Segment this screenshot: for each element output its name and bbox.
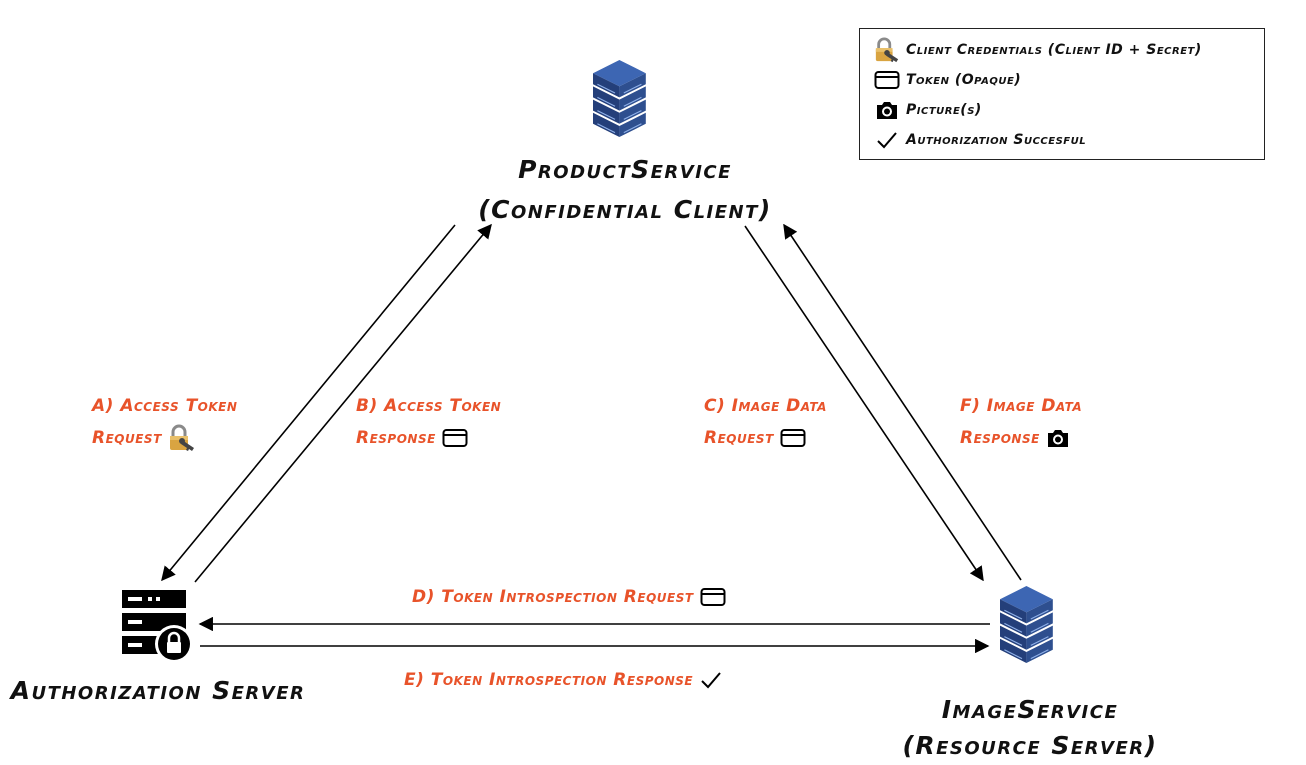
legend-item-authorized: Authorization Succesful (874, 127, 1086, 153)
imageservice-server-icon (999, 585, 1054, 664)
camera-icon (877, 102, 897, 119)
legend-label: Authorization Succesful (906, 132, 1087, 148)
flow-e-text: E) Token Introspection Response (404, 670, 694, 690)
productservice-server-icon (592, 59, 647, 138)
productservice-role: (Confidential Client) (478, 195, 772, 224)
legend-label: Picture(s) (906, 102, 982, 118)
flow-a-label: A) Access Token Request (92, 390, 237, 454)
checkmark-icon (877, 132, 897, 149)
padlock-key-icon (875, 37, 899, 63)
credit-card-icon (700, 588, 726, 606)
flow-b-line1: B) Access Token (356, 396, 502, 416)
legend-item-credentials: Client Credentials (Client ID + Secret) (874, 37, 1202, 63)
imageservice-label: ImageService (Resource Server) (880, 692, 1180, 764)
legend-item-token: Token (Opaque) (874, 67, 1021, 93)
legend-label: Client Credentials (Client ID + Secret) (906, 42, 1202, 58)
credit-card-icon (442, 429, 468, 447)
authorization-server-label: Authorization Server (10, 676, 306, 705)
arrow-c-image-data-request (744, 225, 984, 582)
flow-d-label: D) Token Introspection Request (412, 581, 726, 613)
flow-c-line1: C) Image Data (704, 396, 827, 416)
productservice-name: ProductService (518, 155, 732, 184)
arrow-b-access-token-response (194, 223, 492, 583)
legend: Client Credentials (Client ID + Secret) … (859, 28, 1265, 160)
flow-e-label: E) Token Introspection Response (404, 664, 722, 696)
flow-b-line2: Response (356, 428, 436, 448)
credit-card-icon (780, 429, 806, 447)
credit-card-icon (874, 71, 900, 89)
productservice-label: ProductService (Confidential Client) (470, 150, 780, 230)
padlock-key-icon (170, 424, 195, 451)
flow-f-line2: Response (960, 428, 1040, 448)
legend-item-pictures: Picture(s) (874, 97, 982, 123)
camera-icon (1048, 430, 1069, 447)
legend-label: Token (Opaque) (906, 72, 1022, 88)
checkmark-icon (700, 672, 721, 689)
arrow-f-image-data-response (783, 223, 1022, 581)
arrow-a-access-token-request (161, 224, 456, 582)
flow-f-line1: F) Image Data (960, 396, 1083, 416)
flow-f-label: F) Image Data Response (960, 390, 1082, 454)
flow-a-line1: A) Access Token (92, 396, 238, 416)
flow-c-line2: Request (704, 428, 774, 448)
flow-b-label: B) Access Token Response (356, 390, 501, 454)
imageservice-role: (Resource Server) (902, 731, 1158, 760)
auth-server-lock-icon (122, 590, 193, 663)
flow-a-line2: Request (92, 428, 162, 448)
flow-c-label: C) Image Data Request (704, 390, 827, 454)
imageservice-name: ImageService (941, 695, 1119, 724)
flow-d-text: D) Token Introspection Request (412, 587, 694, 607)
